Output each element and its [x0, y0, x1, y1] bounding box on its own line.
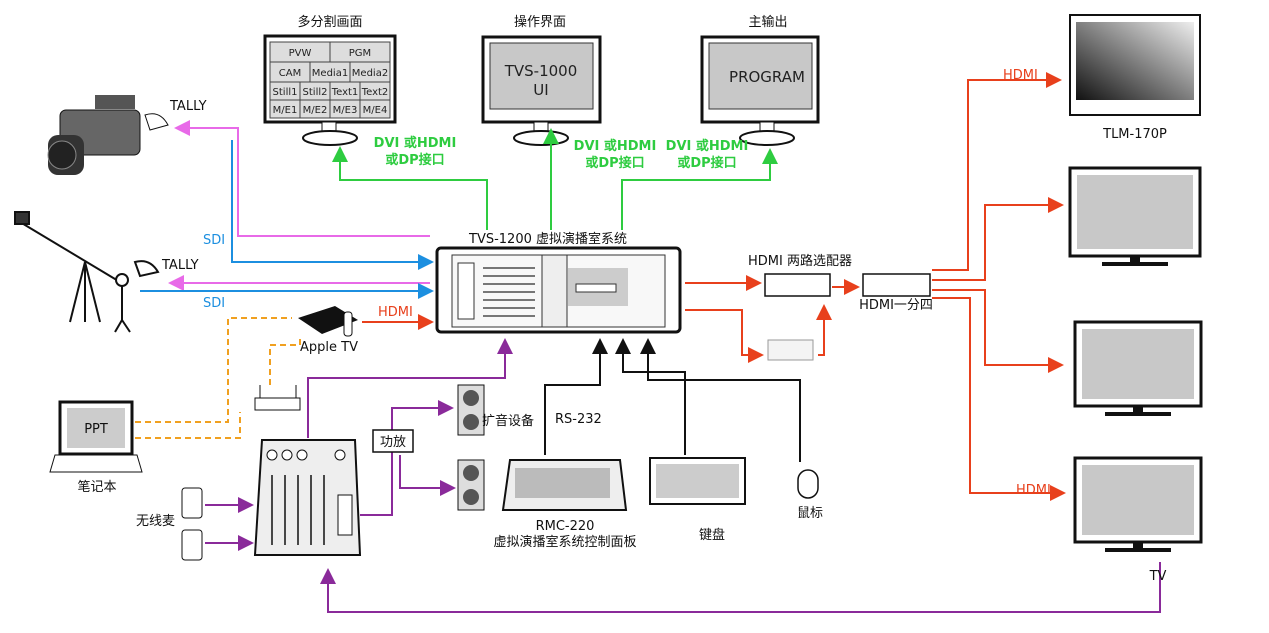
tvs-1200-system: TVS-1200 虚拟演播室系统	[435, 231, 682, 334]
cell-still2: Still2	[303, 87, 328, 98]
apple-tv: Apple TV	[298, 306, 358, 355]
rmc-220-control-panel: RMC-220 虚拟演播室系统控制面板	[493, 459, 637, 550]
tv-label: TV	[1149, 569, 1167, 584]
wireless-mic-label: 无线麦	[136, 514, 175, 529]
rmc-220-name: 虚拟演播室系统控制面板	[493, 534, 636, 550]
cell-media1: Media1	[312, 68, 348, 79]
control-lines	[544, 338, 801, 462]
wifi-router	[254, 385, 301, 411]
hdmi-label-tlm: HDMI	[1003, 68, 1038, 83]
laptop-label: 笔记本	[77, 479, 116, 495]
tlm-170p-label: TLM-170P	[1102, 127, 1167, 142]
rs232-label: RS-232	[555, 412, 602, 427]
cell-still1: Still1	[273, 87, 298, 98]
hdmi-label-tv: HDMI	[1016, 483, 1051, 498]
cell-me4: M/E4	[363, 105, 388, 116]
network-lines	[135, 317, 301, 439]
ui-screen-line1: TVS-1000	[504, 62, 578, 80]
wireless-mics: 无线麦	[136, 487, 203, 561]
rmc-220-model: RMC-220	[536, 519, 595, 534]
amplifier-label: 功放	[380, 435, 406, 450]
cell-text2: Text2	[361, 87, 389, 98]
speakers-label: 扩音设备	[482, 413, 534, 429]
tvs-1200-label: TVS-1200 虚拟演播室系统	[468, 231, 627, 247]
cell-media2: Media2	[352, 68, 388, 79]
mouse: 鼠标	[797, 469, 823, 521]
program-monitor: 主输出 PROGRAM	[700, 14, 820, 146]
jib-camera	[14, 211, 160, 333]
hdmi-switch: HDMI 两路选配器	[748, 253, 852, 297]
keyboard-label: 键盘	[699, 527, 725, 543]
audio-lines	[205, 338, 1161, 613]
sdi-label-2: SDI	[203, 296, 225, 311]
hdmi-splitter: HDMI一分四	[859, 273, 933, 313]
dvi-label-3a: DVI 或HDMI	[666, 138, 749, 154]
tv-monitor: TV	[1073, 456, 1203, 584]
cell-me3: M/E3	[333, 105, 358, 116]
tally-label-2: TALLY	[161, 258, 199, 273]
speakers: 扩音设备	[457, 384, 534, 511]
dvi-label-3b: 或DP接口	[677, 155, 736, 171]
ui-screen-line2: UI	[533, 81, 548, 99]
dvi-label-1b: 或DP接口	[385, 152, 444, 168]
dvi-label-2a: DVI 或HDMI	[574, 138, 657, 154]
cell-me2: M/E2	[303, 105, 328, 116]
apple-tv-label: Apple TV	[300, 340, 358, 355]
audio-mixer	[253, 439, 362, 556]
dvi-label-1a: DVI 或HDMI	[374, 135, 457, 151]
laptop: PPT 笔记本	[49, 400, 143, 495]
cell-pgm: PGM	[349, 48, 371, 59]
tlm-170p-monitor: TLM-170P	[1069, 14, 1201, 142]
multiview-title: 多分割画面	[297, 14, 362, 30]
program-screen-text: PROGRAM	[729, 68, 805, 86]
program-monitor-title: 主输出	[748, 14, 787, 30]
hdmi-splitter-label: HDMI一分四	[859, 298, 933, 313]
cell-cam: CAM	[279, 68, 301, 79]
ui-monitor: 操作界面 TVS-1000 UI	[481, 14, 602, 146]
display-connections	[332, 128, 778, 230]
cell-text1: Text1	[331, 87, 359, 98]
apple-tv-hdmi-label: HDMI	[378, 305, 413, 320]
keyboard: 键盘	[649, 457, 746, 543]
sdi-line-1	[231, 140, 434, 270]
monitor-3	[1073, 320, 1203, 416]
converter	[767, 339, 814, 361]
tally-label-1: TALLY	[169, 99, 207, 114]
hdmi-switch-label: HDMI 两路选配器	[748, 253, 852, 269]
cell-pvw: PVW	[289, 48, 312, 59]
tally-line-1	[174, 120, 430, 237]
laptop-screen-text: PPT	[84, 422, 108, 437]
cell-me1: M/E1	[273, 105, 298, 116]
dvi-label-2b: 或DP接口	[585, 155, 644, 171]
mouse-label: 鼠标	[797, 506, 823, 521]
amplifier: 功放	[372, 429, 414, 453]
multiview-monitor: 多分割画面 PVW PGM CAM Media1 Media2 Still1 S…	[263, 14, 397, 146]
monitor-2	[1068, 166, 1202, 266]
camcorder	[47, 95, 169, 175]
sdi-label-1: SDI	[203, 233, 225, 248]
ui-monitor-title: 操作界面	[514, 14, 566, 30]
hdmi-lines	[685, 72, 1066, 501]
